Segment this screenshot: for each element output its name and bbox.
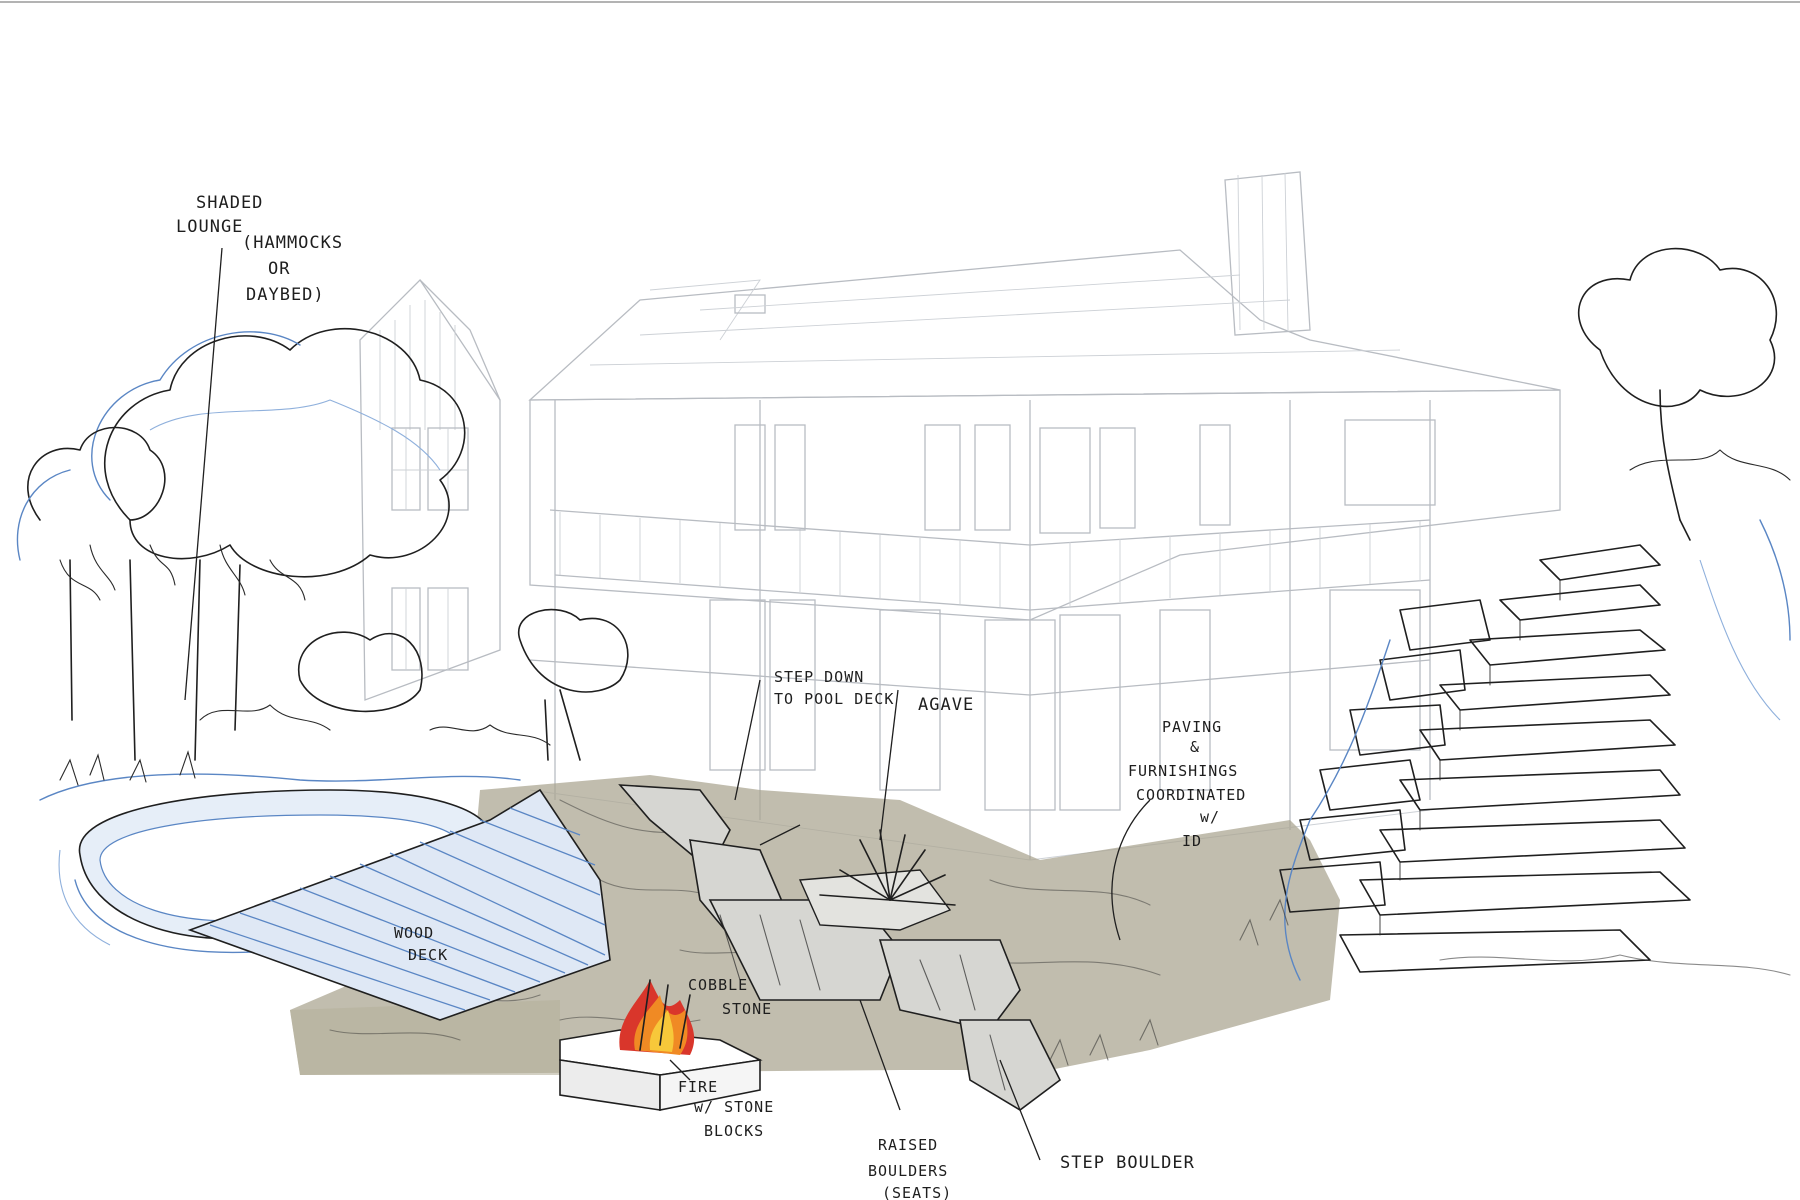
note-paving: PAVING & FURNISHINGS COORDINATED w/ ID — [1128, 718, 1256, 850]
tree-icon — [16, 327, 466, 761]
note-shaded-lounge: SHADED LOUNGE (HAMMOCKS OR DAYBED) — [176, 193, 354, 305]
shrubs-left — [39, 608, 629, 801]
ground-hatching — [1049, 898, 1791, 1066]
wood-deck — [187, 788, 611, 1021]
boulder-icon — [618, 784, 1062, 1111]
note-raised-boulders: RAISED BOULDERS (SEATS) — [868, 1136, 958, 1200]
note-cobble-stone: COBBLE STONE — [688, 976, 772, 1018]
fire-pit-icon — [559, 979, 763, 1111]
note-step-boulder: STEP BOULDER — [1060, 1153, 1195, 1173]
note-wood-deck: WOOD DECK — [394, 924, 448, 964]
note-fire: FIRE w/ STONE BLOCKS — [678, 1078, 784, 1140]
stair-icon — [1279, 544, 1781, 981]
agave-icon — [819, 829, 956, 906]
leader-lines — [184, 247, 1151, 1161]
note-step-down: STEP DOWN TO POOL DECK — [774, 668, 894, 708]
house-drawing — [359, 171, 1561, 861]
tree-right — [1577, 247, 1791, 641]
note-agave: AGAVE — [918, 695, 974, 715]
